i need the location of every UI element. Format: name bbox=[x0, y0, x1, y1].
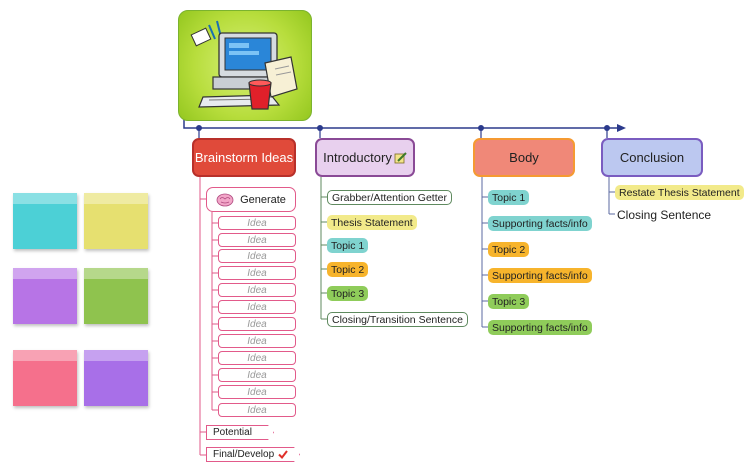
branch-label: Conclusion bbox=[619, 150, 685, 165]
sticky-note-purple[interactable] bbox=[13, 268, 77, 324]
body-subtopic[interactable]: Supporting facts/info bbox=[488, 216, 592, 231]
idea-node[interactable]: Idea bbox=[218, 351, 296, 365]
sticky-note-teal[interactable] bbox=[13, 193, 77, 249]
branch-label: Body bbox=[509, 150, 539, 165]
final-develop-node[interactable]: Final/Develop bbox=[206, 447, 300, 462]
sticky-note-green[interactable] bbox=[84, 268, 148, 324]
branch-conclusion[interactable]: Conclusion bbox=[601, 138, 703, 177]
potential-node[interactable]: Potential bbox=[206, 425, 274, 440]
intro-subtopic[interactable]: Topic 3 bbox=[327, 286, 369, 301]
idea-node[interactable]: Idea bbox=[218, 283, 296, 297]
brain-icon bbox=[216, 193, 234, 207]
sticky-note-pink[interactable] bbox=[13, 350, 77, 406]
body-subtopic[interactable]: Supporting facts/info bbox=[488, 268, 592, 283]
notepad-pencil-icon bbox=[394, 151, 407, 164]
idea-node[interactable]: Idea bbox=[218, 216, 296, 230]
branch-body[interactable]: Body bbox=[473, 138, 575, 177]
final-develop-label: Final/Develop bbox=[213, 449, 275, 460]
intro-subtopic[interactable]: Topic 2 bbox=[327, 262, 369, 277]
idea-node[interactable]: Idea bbox=[218, 403, 296, 417]
body-subtopic[interactable]: Topic 2 bbox=[488, 242, 530, 257]
idea-node[interactable]: Idea bbox=[218, 300, 296, 314]
branch-introductory[interactable]: Introductory bbox=[315, 138, 415, 177]
body-subtopic[interactable]: Topic 1 bbox=[488, 190, 530, 205]
body-subtopic[interactable]: Supporting facts/info bbox=[488, 320, 592, 335]
checkmark-icon bbox=[278, 450, 288, 459]
idea-node[interactable]: Idea bbox=[218, 233, 296, 247]
intro-subtopic[interactable]: Grabber/Attention Getter bbox=[327, 190, 452, 205]
branch-brainstorm-ideas[interactable]: Brainstorm Ideas bbox=[192, 138, 296, 177]
sticky-note-violet[interactable] bbox=[84, 350, 148, 406]
computer-desk-icon bbox=[178, 10, 312, 121]
conclusion-subtopic[interactable]: Restate Thesis Statement bbox=[615, 185, 744, 200]
intro-subtopic[interactable]: Topic 1 bbox=[327, 238, 369, 253]
idea-node[interactable]: Idea bbox=[218, 385, 296, 399]
idea-node[interactable]: Idea bbox=[218, 266, 296, 280]
sticky-note-yellow[interactable] bbox=[84, 193, 148, 249]
branch-label: Brainstorm Ideas bbox=[194, 150, 294, 165]
generate-node[interactable]: Generate bbox=[206, 187, 296, 212]
conclusion-subtopic[interactable]: Closing Sentence bbox=[617, 207, 712, 222]
potential-label: Potential bbox=[213, 427, 252, 438]
idea-node[interactable]: Idea bbox=[218, 334, 296, 348]
branch-label: Introductory bbox=[323, 150, 392, 165]
idea-node[interactable]: Idea bbox=[218, 249, 296, 263]
generate-label: Generate bbox=[240, 193, 286, 206]
intro-subtopic[interactable]: Closing/Transition Sentence bbox=[327, 312, 468, 327]
idea-node[interactable]: Idea bbox=[218, 368, 296, 382]
intro-subtopic[interactable]: Thesis Statement bbox=[327, 215, 417, 230]
idea-node[interactable]: Idea bbox=[218, 317, 296, 331]
body-subtopic[interactable]: Topic 3 bbox=[488, 294, 530, 309]
